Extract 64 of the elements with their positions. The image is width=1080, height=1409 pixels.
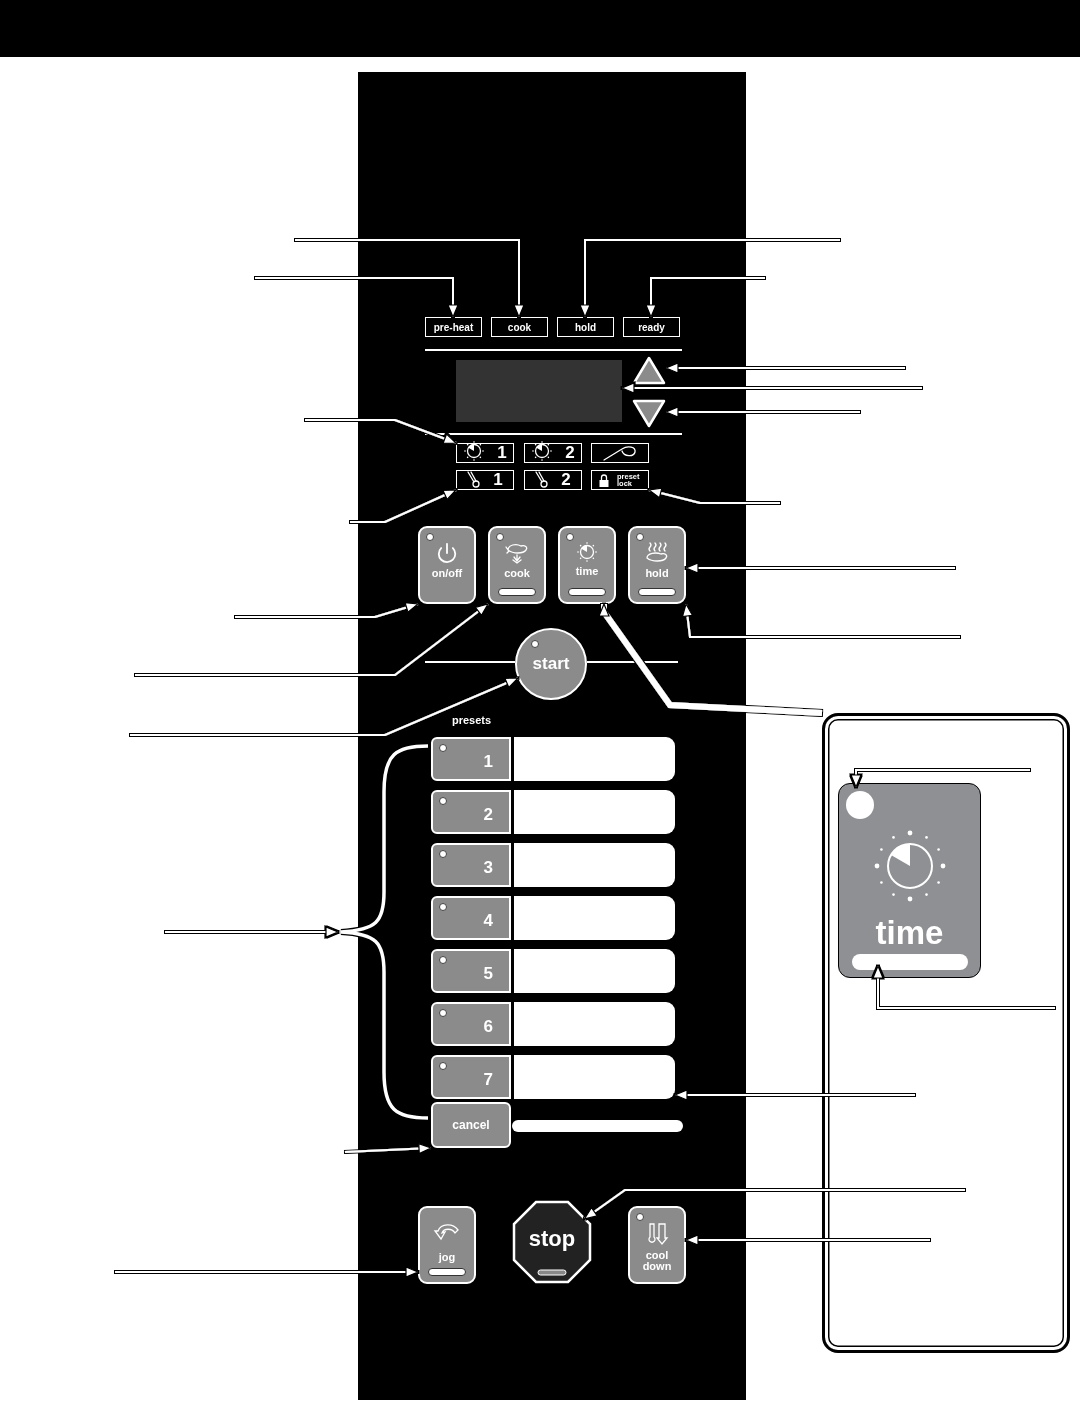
key-label: 4 — [483, 911, 493, 931]
curly-brace — [338, 742, 430, 1122]
status-indicator: cook — [491, 317, 548, 337]
preset-key — [431, 737, 511, 781]
control-key — [628, 526, 686, 604]
indicator-tile — [456, 443, 514, 463]
section-label: presets — [452, 714, 492, 726]
key-label: hold — [645, 568, 669, 579]
stop-button — [512, 1200, 592, 1284]
control-key — [418, 1206, 476, 1284]
key-label: 7 — [483, 1070, 493, 1090]
preset-key — [431, 790, 511, 834]
preset-key — [431, 843, 511, 887]
control-key — [488, 526, 546, 604]
indicator-number: 1 — [493, 470, 503, 490]
key-label: start — [532, 654, 570, 674]
indicator-light — [846, 791, 874, 819]
indicator-bar — [512, 1120, 683, 1132]
key-label: 2 — [483, 805, 493, 825]
indicator-number: 2 — [561, 470, 571, 490]
key-label: cook — [504, 568, 530, 579]
key-label: 6 — [483, 1017, 493, 1037]
status-indicator: pre-heat — [425, 317, 482, 337]
preset-name-strip — [514, 896, 675, 940]
key-label: cancel — [452, 1118, 490, 1132]
preset-name-strip — [514, 790, 675, 834]
control-panel — [358, 72, 746, 1400]
display-screen — [456, 360, 622, 422]
key-label: jog — [438, 1252, 456, 1263]
indicator-tile — [456, 470, 514, 490]
key-label: 3 — [483, 858, 493, 878]
control-key — [838, 783, 981, 978]
preset-name-strip — [514, 737, 675, 781]
key-label: time — [575, 566, 599, 577]
key-label: cool down — [641, 1250, 673, 1272]
status-indicator: hold — [557, 317, 614, 337]
cancel-key — [431, 1102, 511, 1148]
indicator-number: 2 — [565, 443, 575, 463]
key-label: on/off — [431, 568, 463, 579]
key-label: 1 — [483, 752, 493, 772]
up-arrow-button — [632, 356, 666, 386]
indicator-tile — [591, 443, 649, 463]
preset-name-strip — [514, 1002, 675, 1046]
indicator-bar — [852, 954, 968, 970]
indicator-tile — [524, 470, 582, 490]
key-label: stop — [528, 1226, 576, 1252]
key-label: 5 — [483, 964, 493, 984]
preset-key — [431, 949, 511, 993]
down-arrow-button — [632, 398, 666, 428]
preset-key — [431, 896, 511, 940]
indicator-tile — [524, 443, 582, 463]
control-key — [418, 526, 476, 604]
preset-key — [431, 1002, 511, 1046]
control-key — [558, 526, 616, 604]
indicator-tile — [591, 470, 649, 490]
preset-name-strip — [514, 949, 675, 993]
status-indicator: ready — [623, 317, 680, 337]
control-key — [628, 1206, 686, 1284]
indicator-number: 1 — [497, 443, 507, 463]
preset-key — [431, 1055, 511, 1099]
key-label: time — [875, 916, 944, 949]
preset-name-strip — [514, 843, 675, 887]
preset-name-strip — [514, 1055, 675, 1099]
detail-inset — [822, 713, 1070, 1353]
